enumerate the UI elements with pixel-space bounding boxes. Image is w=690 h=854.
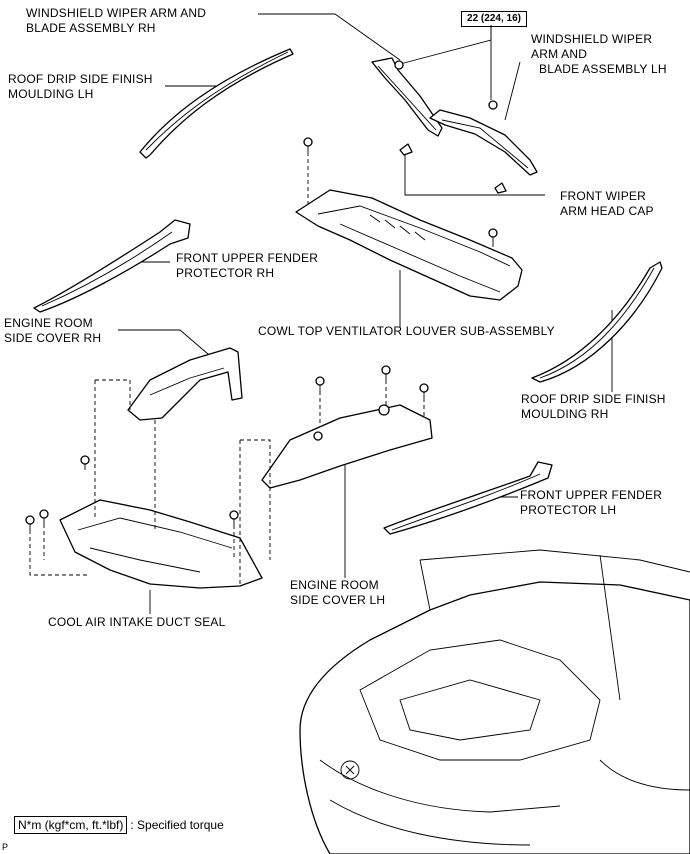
wiper-arm-head-caps [399, 143, 507, 194]
label-line: ARM HEAD CAP [560, 204, 654, 218]
engine-room-side-cover-rh [127, 347, 243, 421]
label-line: PROTECTOR RH [176, 266, 275, 280]
label-line: SIDE COVER LH [290, 593, 386, 607]
legend-text: : Specified torque [130, 818, 224, 832]
roof-drip-moulding-lh [139, 48, 294, 159]
label-line: FRONT WIPER [560, 189, 646, 203]
label-duct-seal: COOL AIR INTAKE DUCT SEAL [48, 615, 226, 629]
assembly-guides [29, 379, 271, 585]
label-wiper-arm-rh: WINDSHIELD WIPER ARM AND BLADE ASSEMBLY … [26, 6, 206, 36]
fender-protector-lh [383, 461, 553, 535]
label-line: ROOF DRIP SIDE FINISH [8, 72, 153, 86]
roof-drip-moulding-rh [531, 261, 663, 383]
bolts [25, 137, 498, 530]
label-line: MOULDING LH [8, 87, 94, 101]
fender-protector-rh [33, 219, 191, 313]
label-line: FRONT UPPER FENDER [176, 251, 319, 265]
torque-legend: N*m (kgf*cm, ft.*lbf): Specified torque [14, 816, 224, 834]
vehicle-engine-bay [299, 549, 690, 854]
legend-unit-box: N*m (kgf*cm, ft.*lbf) [14, 816, 128, 834]
label-line: ROOF DRIP SIDE FINISH [521, 392, 666, 406]
label-fender-protector-rh: FRONT UPPER FENDER PROTECTOR RH [176, 251, 318, 281]
label-line: WINDSHIELD WIPER ARM AND [26, 6, 207, 20]
label-roof-drip-lh: ROOF DRIP SIDE FINISH MOULDING LH [8, 72, 153, 102]
corner-mark: P [2, 842, 9, 852]
label-line: SIDE COVER RH [4, 331, 102, 345]
label-line: ENGINE ROOM [290, 578, 379, 592]
label-line: ARM AND [531, 47, 588, 61]
label-line: BLADE ASSEMBLY LH [539, 62, 667, 76]
torque-spec-box: 22 (224, 16) [461, 11, 527, 27]
label-wiper-arm-lh: WINDSHIELD WIPER ARM AND BLADE ASSEMBLY … [531, 32, 667, 77]
label-line: PROTECTOR LH [520, 503, 617, 517]
wiper-arm-rh [371, 57, 443, 137]
label-engine-cover-lh: ENGINE ROOM SIDE COVER LH [290, 578, 385, 608]
label-wiper-head-cap: FRONT WIPER ARM HEAD CAP [560, 189, 654, 219]
label-line: FRONT UPPER FENDER [520, 488, 663, 502]
cowl-top-louver [295, 189, 523, 301]
label-line: ENGINE ROOM [4, 316, 93, 330]
label-fender-protector-lh: FRONT UPPER FENDER PROTECTOR LH [520, 488, 662, 518]
wiper-arm-lh [429, 100, 538, 176]
label-line: BLADE ASSEMBLY RH [26, 21, 156, 35]
label-cowl-louver: COWL TOP VENTILATOR LOUVER SUB-ASSEMBLY [258, 324, 555, 338]
engine-room-side-cover-lh [261, 404, 433, 489]
label-line: WINDSHIELD WIPER [531, 32, 653, 46]
label-roof-drip-rh: ROOF DRIP SIDE FINISH MOULDING RH [521, 392, 666, 422]
cool-air-intake-duct-seal [59, 499, 263, 589]
label-line: MOULDING RH [521, 407, 609, 421]
label-engine-cover-rh: ENGINE ROOM SIDE COVER RH [4, 316, 101, 346]
